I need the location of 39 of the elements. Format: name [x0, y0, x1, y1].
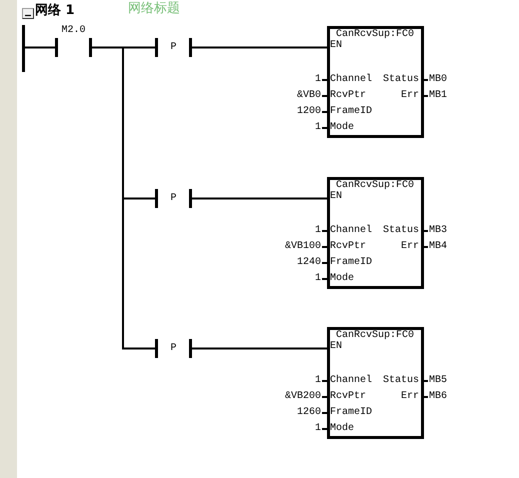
pin-name: Err [400, 241, 419, 253]
power-rail [22, 25, 25, 72]
pin-name: EN [330, 191, 342, 203]
pin-name: Status [382, 74, 419, 86]
wire [192, 348, 327, 350]
pin-name: RcvPtr [330, 391, 366, 403]
function-block [327, 26, 424, 138]
contact-label: M2.0 [60, 25, 86, 37]
block-title: CanRcvSup:FC0 [336, 180, 414, 191]
pin-name: Status [382, 375, 419, 387]
pin-name: Mode [330, 273, 354, 285]
network-comment: 网络标题 [128, 1, 180, 17]
pin-name: Err [400, 391, 419, 403]
wire [25, 46, 55, 48]
pin-name: Channel [330, 225, 372, 237]
pin-name: Err [400, 90, 419, 102]
pin-name: RcvPtr [330, 90, 366, 102]
contact-label: P [169, 42, 178, 54]
contact-label: P [169, 192, 178, 204]
block-title: CanRcvSup:FC0 [336, 29, 414, 40]
wire [192, 46, 327, 48]
function-block [327, 177, 424, 289]
wire [92, 46, 155, 350]
pin-name: FrameID [330, 106, 372, 118]
pin-name: Status [382, 225, 419, 237]
pin-name: Channel [330, 74, 372, 86]
pin-name: Channel [330, 375, 372, 387]
function-block [327, 327, 424, 439]
pin-name: Mode [330, 122, 354, 134]
pin-name: FrameID [330, 407, 372, 419]
pin-name: Mode [330, 423, 354, 435]
pin-name: FrameID [330, 257, 372, 269]
block-title: CanRcvSup:FC0 [336, 330, 414, 341]
network-title: 网络 1 [35, 3, 75, 19]
wire [192, 198, 327, 200]
pin-name: RcvPtr [330, 241, 366, 253]
pin-name: EN [330, 341, 342, 353]
contact-label: P [169, 342, 178, 354]
pin-name: EN [330, 40, 342, 52]
